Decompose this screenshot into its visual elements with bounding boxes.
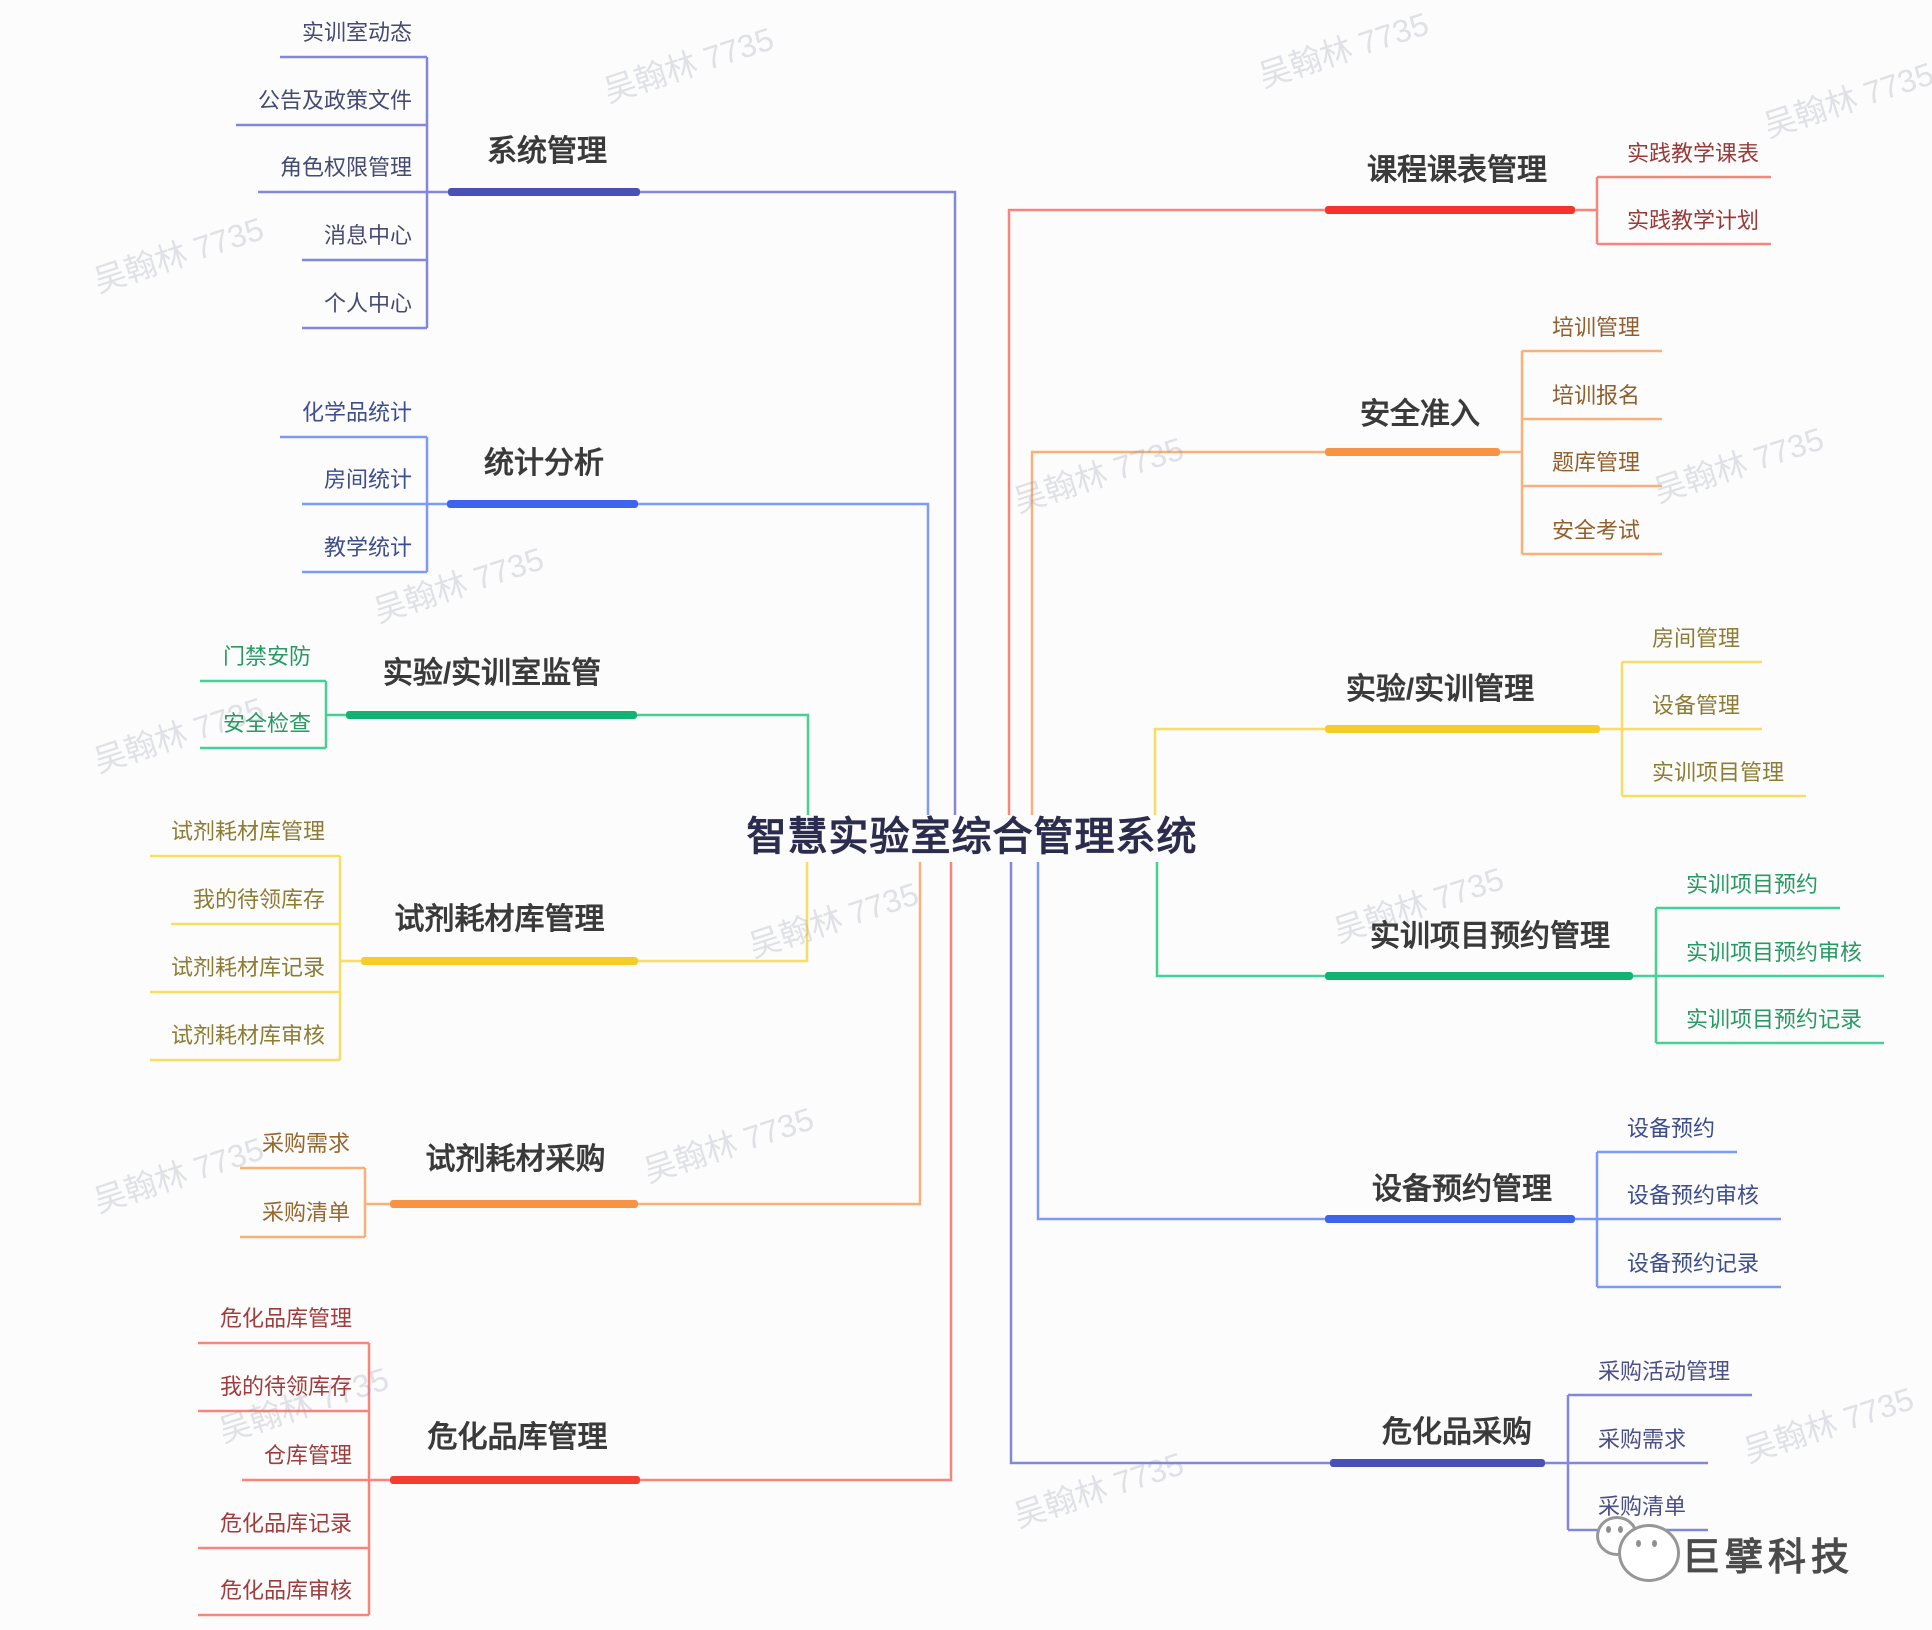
- node-message-center[interactable]: 消息中心: [323, 223, 412, 248]
- node-reagent-warehouse-records[interactable]: 试剂耗材库记录: [170, 955, 325, 980]
- node-hazmat-warehouse-review[interactable]: 危化品库审核: [219, 1578, 352, 1603]
- node-my-pending-stock[interactable]: 我的待领库存: [219, 1374, 352, 1399]
- branch-reagent-consumable-warehouse-wires: [150, 854, 809, 1062]
- node-equipment-management[interactable]: 设备管理: [1652, 693, 1741, 718]
- branch-system-management-wires: [236, 55, 957, 815]
- node-equipment-booking-records[interactable]: 设备预约记录: [1627, 1251, 1760, 1276]
- node-hazmat-warehouse-management[interactable]: 危化品库管理: [219, 1306, 352, 1331]
- branch-course-timetable-management[interactable]: 课程课表管理: [1367, 154, 1547, 187]
- node-lab-room-news[interactable]: 实训室动态: [301, 20, 412, 45]
- branch-reagent-consumable-purchase-wires: [240, 862, 922, 1239]
- node-my-pending-stock[interactable]: 我的待领库存: [192, 887, 325, 912]
- branch-safety-access-wires: [1030, 349, 1662, 815]
- node-chemical-statistics[interactable]: 化学品统计: [301, 400, 412, 425]
- branch-lab-training-management-wires: [1153, 660, 1806, 815]
- node-training-project-management[interactable]: 实训项目管理: [1652, 760, 1785, 785]
- branch-statistics-analysis-wires: [280, 435, 930, 815]
- branch-reagent-consumable-warehouse[interactable]: 试剂耗材库管理: [394, 903, 605, 936]
- branch-course-timetable-management-wires: [1007, 175, 1771, 815]
- node-training-project-booking-review[interactable]: 实训项目预约审核: [1686, 940, 1863, 965]
- branch-equipment-booking[interactable]: 设备预约管理: [1372, 1173, 1552, 1206]
- branch-safety-access[interactable]: 安全准入: [1360, 398, 1480, 431]
- node-purchase-activity-management[interactable]: 采购活动管理: [1598, 1359, 1731, 1384]
- node-question-bank[interactable]: 题库管理: [1552, 450, 1641, 475]
- branch-hazmat-purchase-wires: [1009, 862, 1752, 1532]
- node-purchase-list[interactable]: 采购清单: [1598, 1494, 1687, 1519]
- branch-training-project-booking[interactable]: 实训项目预约管理: [1370, 920, 1610, 953]
- node-training-project-booking-records[interactable]: 实训项目预约记录: [1686, 1007, 1863, 1032]
- branch-hazmat-warehouse-management[interactable]: 危化品库管理: [427, 1421, 608, 1454]
- branch-lab-room-supervision[interactable]: 实验/实训室监管: [382, 657, 602, 690]
- node-purchase-demand[interactable]: 采购需求: [1598, 1427, 1687, 1452]
- branch-training-project-booking-wires: [1155, 862, 1884, 1045]
- node-equipment-booking-review[interactable]: 设备预约审核: [1627, 1183, 1760, 1208]
- node-purchase-list[interactable]: 采购清单: [261, 1200, 350, 1225]
- node-equipment-booking[interactable]: 设备预约: [1627, 1116, 1716, 1141]
- node-safety-exam[interactable]: 安全考试: [1552, 518, 1641, 543]
- vendor-logo-text: 巨擘科技: [1682, 1537, 1855, 1579]
- branch-statistics-analysis[interactable]: 统计分析: [484, 447, 604, 480]
- node-practice-teaching-plan[interactable]: 实践教学计划: [1627, 208, 1760, 233]
- central-topic[interactable]: 智慧实验室综合管理系统: [746, 815, 1198, 859]
- node-training-management[interactable]: 培训管理: [1552, 315, 1641, 340]
- node-training-registration[interactable]: 培训报名: [1552, 383, 1641, 408]
- node-personal-center[interactable]: 个人中心: [323, 291, 412, 316]
- node-access-control-security[interactable]: 门禁安防: [222, 644, 311, 669]
- node-notice-policy-files[interactable]: 公告及政策文件: [257, 88, 412, 113]
- node-purchase-demand[interactable]: 采购需求: [261, 1131, 350, 1156]
- node-practice-teaching-timetable[interactable]: 实践教学课表: [1627, 141, 1760, 166]
- node-warehouse-management[interactable]: 仓库管理: [263, 1443, 352, 1468]
- node-teaching-statistics[interactable]: 教学统计: [323, 535, 412, 560]
- branch-equipment-booking-wires: [1036, 862, 1781, 1289]
- node-role-permission[interactable]: 角色权限管理: [279, 155, 412, 180]
- branch-hazmat-purchase[interactable]: 危化品采购: [1382, 1416, 1532, 1449]
- node-room-management[interactable]: 房间管理: [1652, 626, 1741, 651]
- node-training-project-booking[interactable]: 实训项目预约: [1686, 872, 1819, 897]
- node-hazmat-warehouse-records[interactable]: 危化品库记录: [219, 1511, 352, 1536]
- branch-system-management[interactable]: 系统管理: [487, 135, 607, 168]
- branch-reagent-consumable-purchase[interactable]: 试剂耗材采购: [425, 1143, 606, 1176]
- node-reagent-warehouse-review[interactable]: 试剂耗材库审核: [170, 1023, 325, 1048]
- branch-lab-training-management[interactable]: 实验/实训管理: [1345, 673, 1535, 706]
- node-safety-inspection[interactable]: 安全检查: [222, 711, 311, 736]
- node-reagent-warehouse-management[interactable]: 试剂耗材库管理: [170, 819, 325, 844]
- branch-lab-room-supervision-wires: [200, 679, 810, 815]
- branch-hazmat-warehouse-management-wires: [198, 862, 953, 1617]
- node-room-statistics[interactable]: 房间统计: [323, 467, 412, 492]
